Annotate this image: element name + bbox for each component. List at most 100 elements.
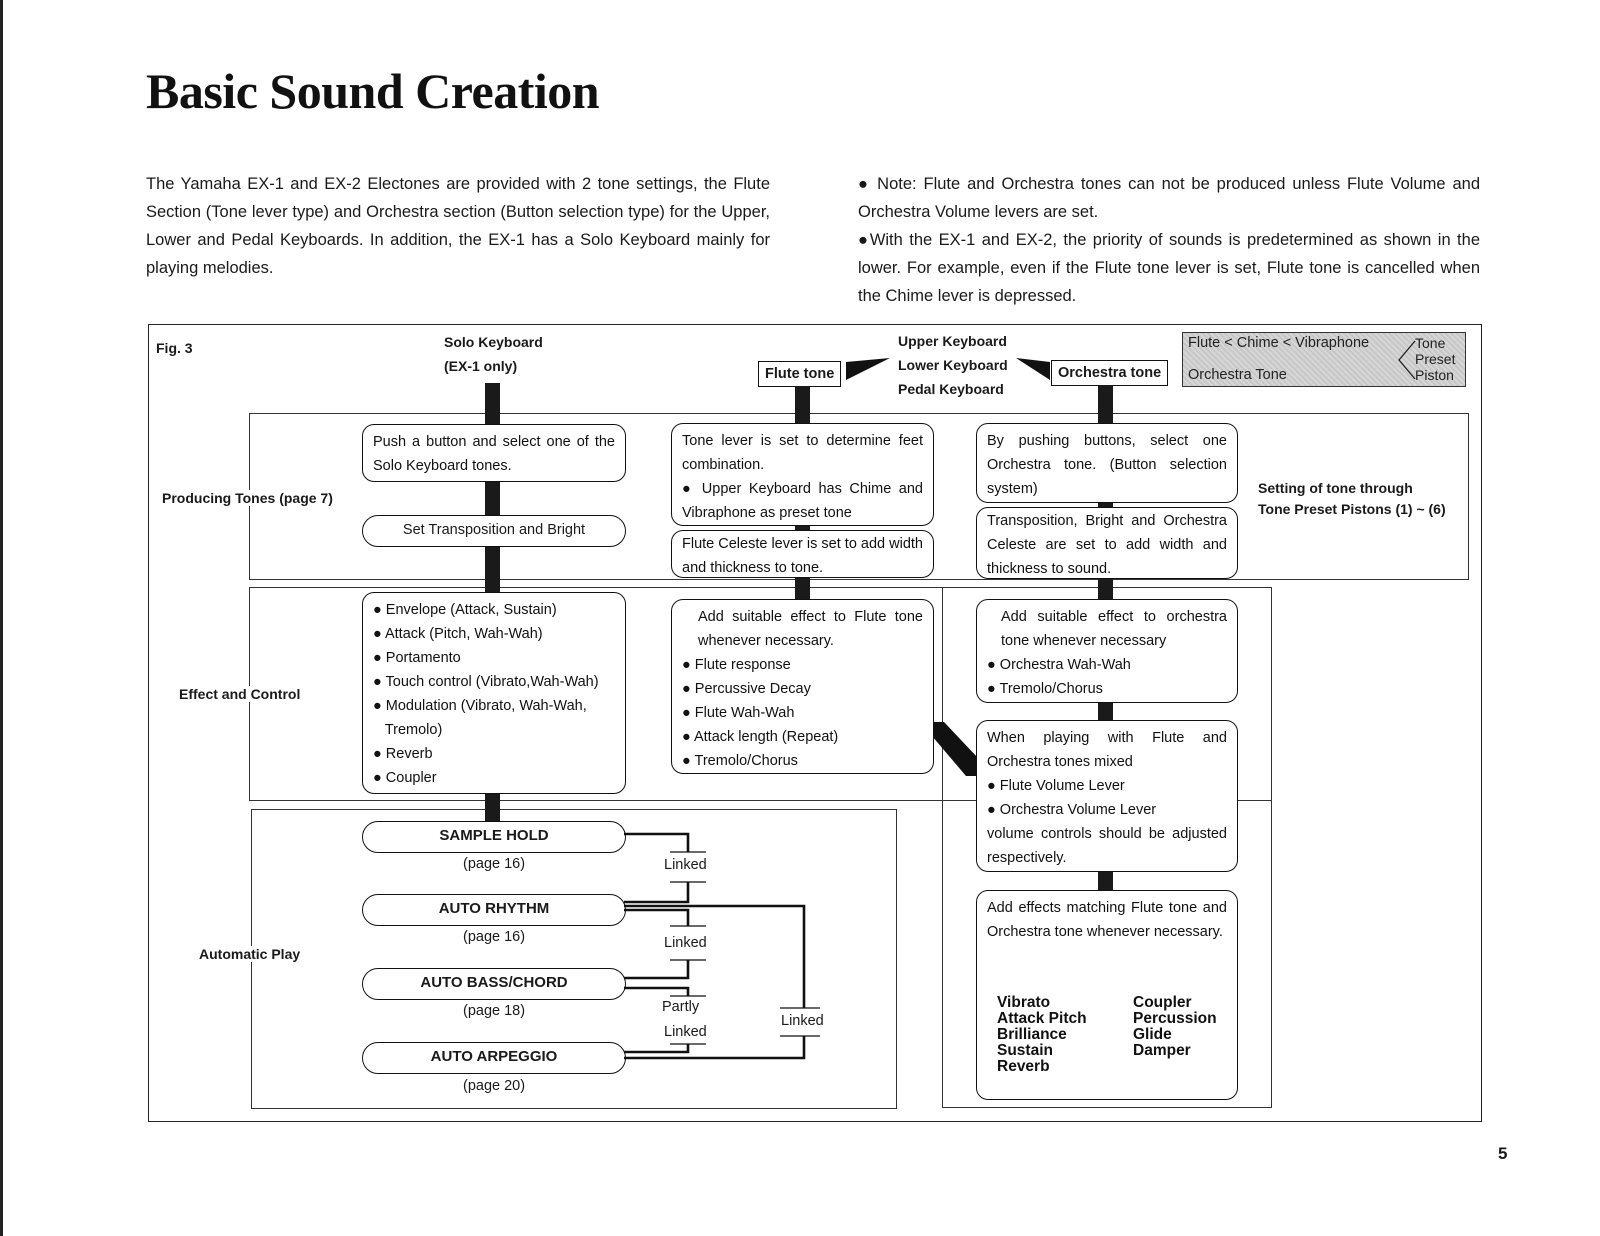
matching-effect: Percussion: [1133, 1010, 1217, 1027]
orchestra-transposition-box: Transposition, Bright and Orchestra Cele…: [976, 507, 1238, 579]
link-sample-hold-top: [624, 832, 690, 852]
flute-effects-box: Add suitable effect to Flute tone whenev…: [671, 599, 934, 774]
solo-effect-item: ● Coupler: [373, 770, 437, 786]
setting-note-line-2: Tone Preset Pistons (1) ~ (6): [1258, 501, 1446, 517]
matching-effect: Sustain: [997, 1042, 1053, 1059]
mixed-item: ● Orchestra Volume Lever: [987, 802, 1157, 818]
intro-right: ● Note: Flute and Orchestra tones can no…: [858, 170, 1480, 310]
linked-label-3: Linked: [664, 1024, 707, 1040]
flute-effect-intro: Add suitable effect to Flute tone whenev…: [698, 609, 923, 649]
matching-effect: Brilliance: [997, 1026, 1067, 1043]
solo-push-text: Push a button and select one of the Solo…: [373, 434, 615, 474]
orchestra-buttons-text: By pushing buttons, select one Orchestra…: [987, 433, 1227, 497]
orchestra-buttons-box: By pushing buttons, select one Orchestra…: [976, 423, 1238, 503]
auto-arpeggio-page: (page 20): [463, 1078, 526, 1094]
orchestra-tone-tag: Orchestra tone: [1051, 360, 1169, 386]
orchestra-effect-item: ● Orchestra Wah-Wah: [987, 657, 1131, 673]
orchestra-effect-item: ● Tremolo/Chorus: [987, 681, 1103, 697]
flute-effect-item: ● Percussive Decay: [682, 681, 811, 697]
sample-hold-page: (page 16): [463, 856, 526, 872]
link-rhythm-bottom: [624, 908, 690, 926]
section-effect-label: Effect and Control: [179, 686, 301, 702]
priority-piston-label: Piston: [1415, 367, 1454, 383]
matching-col-2: Coupler Percussion Glide Damper: [1133, 995, 1217, 1059]
solo-header-sub: (EX-1 only): [444, 358, 518, 374]
auto-bass-chord-pill: AUTO BASS/CHORD: [362, 968, 626, 1000]
link-rhythm-top: [624, 882, 690, 904]
outer-link-top: [624, 904, 806, 1008]
matching-effects-box: Add effects matching Flute tone and Orch…: [976, 890, 1238, 1100]
figure-label: Fig. 3: [156, 340, 193, 356]
solo-push-box: Push a button and select one of the Solo…: [362, 424, 626, 482]
matching-effect: Damper: [1133, 1042, 1191, 1059]
mixed-list: ● Flute Volume Lever ● Orchestra Volume …: [987, 774, 1227, 822]
upper-keyboard-label: Upper Keyboard: [898, 333, 1007, 349]
solo-effect-item: ● Attack (Pitch, Wah-Wah): [373, 626, 543, 642]
solo-effect-item: ● Envelope (Attack, Sustain): [373, 602, 557, 618]
intro-priority: ●With the EX-1 and EX-2, the priority of…: [858, 231, 1480, 305]
solo-effect-item: ● Reverb: [373, 746, 433, 762]
solo-effects-box: ● Envelope (Attack, Sustain) ● Attack (P…: [362, 592, 626, 794]
priority-bracket: [1398, 340, 1416, 380]
solo-header: Solo Keyboard: [444, 334, 543, 350]
solo-effects-list: ● Envelope (Attack, Sustain) ● Attack (P…: [373, 598, 615, 790]
flute-lever-box: Tone lever is set to determine feet comb…: [671, 423, 934, 526]
auto-rhythm-pill: AUTO RHYTHM: [362, 894, 626, 926]
priority-box: Flute < Chime < Vibraphone Orchestra Ton…: [1182, 332, 1466, 387]
flute-wedge: [846, 358, 890, 380]
keyboard-wedges: [846, 358, 1050, 380]
linked-outer-label: Linked: [781, 1013, 824, 1029]
intro-note: ● Note: Flute and Orchestra tones can no…: [858, 175, 1480, 221]
priority-line-1: Flute < Chime < Vibraphone: [1188, 335, 1370, 351]
flute-effect-item: ● Attack length (Repeat): [682, 729, 839, 745]
orchestra-effect-intro: Add suitable effect to orchestra tone wh…: [1001, 609, 1227, 649]
mixed-item: ● Flute Volume Lever: [987, 778, 1125, 794]
matching-intro: Add effects matching Flute tone and Orch…: [987, 900, 1227, 940]
linked-label-1: Linked: [664, 857, 707, 873]
outer-link-bottom: [624, 1036, 806, 1060]
link-arpeggio: [624, 1044, 690, 1054]
matching-effect: Vibrato: [997, 994, 1051, 1011]
link-bass-top: [624, 960, 690, 980]
flute-lever-text: Tone lever is set to determine feet comb…: [682, 433, 923, 473]
flute-celeste-text: Flute Celeste lever is set to add width …: [682, 536, 923, 576]
flute-to-mixed-connector: [932, 722, 978, 776]
setting-note-line-1: Setting of tone through: [1258, 480, 1413, 496]
priority-tone-label: Tone: [1415, 335, 1446, 351]
auto-bass-chord-page: (page 18): [463, 1003, 526, 1019]
solo-effect-item: ● Portamento: [373, 650, 461, 666]
flute-effect-item: ● Flute response: [682, 657, 791, 673]
link-bass-bottom: [624, 986, 690, 996]
linked-label-2: Linked: [664, 935, 707, 951]
intro-left-text: The Yamaha EX-1 and EX-2 Electones are p…: [146, 175, 770, 277]
section-producing-label: Producing Tones (page 7): [162, 490, 333, 506]
solo-transposition-box: Set Transposition and Bright: [362, 515, 626, 547]
mixed-outro: volume controls should be adjusted respe…: [987, 826, 1227, 866]
partly-label: Partly: [662, 999, 700, 1015]
flute-lever-bullet: ● Upper Keyboard has Chime and Vibraphon…: [682, 481, 923, 521]
figure-frame: [148, 324, 1482, 1122]
auto-rhythm-page: (page 16): [463, 929, 526, 945]
solo-effect-item: Tremolo): [373, 722, 443, 738]
flute-effects-list: ● Flute response ● Percussive Decay ● Fl…: [682, 653, 923, 773]
solo-effect-item: ● Touch control (Vibrato,Wah-Wah): [373, 674, 599, 690]
pedal-keyboard-label: Pedal Keyboard: [898, 381, 1004, 397]
orchestra-wedge: [1016, 358, 1050, 380]
matching-effect: Glide: [1133, 1026, 1172, 1043]
page-title: Basic Sound Creation: [146, 63, 600, 119]
page-number: 5: [1498, 1144, 1508, 1163]
link-lines: [624, 832, 820, 1060]
solo-effect-item: ● Modulation (Vibrato, Wah-Wah,: [373, 698, 587, 714]
flute-celeste-box: Flute Celeste lever is set to add width …: [671, 530, 934, 578]
page-binding-edge: [0, 0, 3, 1236]
matching-effect: Attack Pitch: [997, 1010, 1087, 1027]
matching-effect: Coupler: [1133, 994, 1192, 1011]
priority-preset-label: Preset: [1415, 351, 1456, 367]
mixed-intro: When playing with Flute and Orchestra to…: [987, 730, 1227, 770]
flute-effect-item: ● Flute Wah-Wah: [682, 705, 795, 721]
sample-hold-pill: SAMPLE HOLD: [362, 821, 626, 853]
matching-col-1: Vibrato Attack Pitch Brilliance Sustain …: [997, 995, 1087, 1075]
orchestra-effects-list: ● Orchestra Wah-Wah ● Tremolo/Chorus: [987, 653, 1227, 701]
mixed-volume-box: When playing with Flute and Orchestra to…: [976, 720, 1238, 872]
intro-left: The Yamaha EX-1 and EX-2 Electones are p…: [146, 170, 770, 282]
